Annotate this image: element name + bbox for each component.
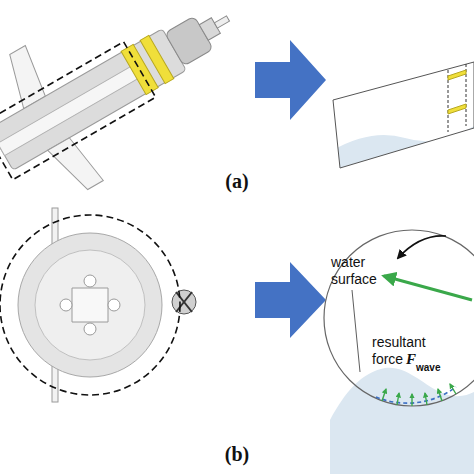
propeller-blade (176, 292, 192, 312)
cylinder-section (333, 62, 474, 168)
block-arrow (255, 40, 326, 120)
pressure-arrow (382, 389, 386, 401)
pressure-arrow (425, 393, 427, 405)
dashed-frame (0, 42, 156, 180)
moment-arrow (398, 236, 446, 258)
panel-label: (b) (217, 446, 257, 463)
fin (52, 208, 58, 244)
water (330, 368, 474, 474)
pressure-arrow (411, 394, 412, 406)
propeller-blade (176, 292, 192, 312)
robot-body (0, 29, 186, 171)
pressure-arrow (438, 389, 442, 401)
propeller (172, 290, 196, 314)
bolt (84, 275, 96, 287)
robot-front-body (18, 233, 162, 377)
inner-ring (35, 250, 145, 360)
fin (52, 366, 58, 402)
end-rod (214, 16, 229, 28)
water (333, 126, 474, 175)
yellow-marker (448, 104, 466, 114)
water-region (333, 126, 474, 175)
pressure-arc (376, 387, 456, 403)
yellow-band (140, 35, 174, 83)
force-subscript: wave (416, 359, 456, 376)
cylinder-section (324, 230, 474, 406)
panel-label: (a) (217, 173, 257, 190)
pressure-arrow (397, 393, 399, 405)
bolt (84, 323, 96, 335)
hub (72, 288, 108, 322)
pressure-arrow (450, 384, 456, 394)
leader-line (352, 290, 360, 372)
robot-side-view (0, 0, 267, 220)
bolt (60, 299, 72, 311)
bolt (108, 299, 120, 311)
water-label: water surface (331, 254, 389, 288)
yellow-marker (448, 70, 466, 80)
dashed-circle (0, 215, 180, 395)
block-arrow (255, 262, 326, 338)
resultant-force-arrow (384, 276, 472, 300)
